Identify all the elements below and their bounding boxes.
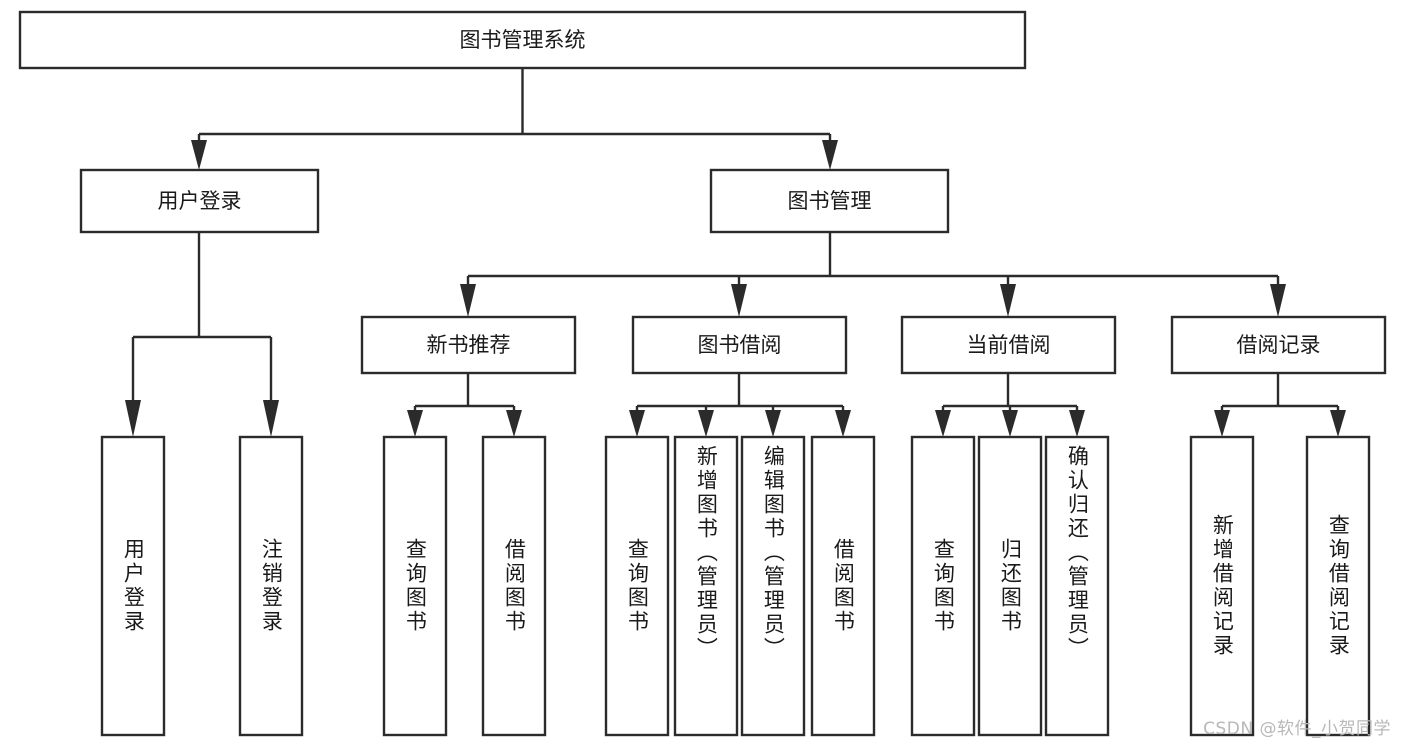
arrow-to-leaf-add-book	[698, 410, 714, 437]
node-user-login[interactable]: 用户登录	[79, 168, 320, 234]
arrow-to-leaf-query-book-1	[407, 410, 423, 437]
leaf-query-book-1-box[interactable]	[382, 435, 448, 737]
arrow-to-current-borrow	[1000, 284, 1016, 317]
node-borrow-record[interactable]: 借阅记录	[1170, 315, 1387, 375]
connector-group-new-book-recommend	[407, 373, 522, 437]
node-current-borrow[interactable]: 当前借阅	[900, 315, 1117, 375]
node-new-book-recommend-box[interactable]	[360, 315, 577, 375]
leaf-user-logout-box[interactable]	[238, 435, 304, 737]
leaf-return-book-box[interactable]	[977, 435, 1043, 737]
csdn-watermark: CSDN @软件_小贺同学	[1203, 719, 1391, 739]
arrow-to-leaf-query-record	[1330, 410, 1346, 437]
node-root-label: 图书管理系统	[460, 28, 586, 52]
node-root[interactable]: 图书管理系统	[18, 10, 1027, 70]
leaf-borrow-book-2-box[interactable]	[810, 435, 876, 737]
node-current-borrow-label: 当前借阅	[967, 333, 1051, 357]
arrow-to-user-login	[191, 140, 207, 170]
arrow-to-leaf-borrow-book-1	[506, 410, 522, 437]
node-current-borrow-box[interactable]	[900, 315, 1117, 375]
connector-group-book-manage	[460, 232, 1286, 317]
leaf-add-book-box[interactable]	[673, 435, 739, 737]
node-root-box[interactable]	[18, 10, 1027, 70]
arrow-to-leaf-query-book-2	[629, 410, 645, 437]
node-book-manage-box[interactable]	[709, 168, 950, 234]
leaf-confirm-return-box[interactable]	[1044, 435, 1110, 737]
node-new-book-recommend-label: 新书推荐	[427, 333, 511, 357]
node-borrow-record-box[interactable]	[1170, 315, 1387, 375]
node-borrow-record-label: 借阅记录	[1237, 333, 1321, 357]
node-book-borrow-box[interactable]	[631, 315, 848, 375]
connector-group-book-borrow	[629, 373, 851, 437]
leaf-edit-book-box[interactable]	[740, 435, 806, 737]
node-new-book-recommend[interactable]: 新书推荐	[360, 315, 577, 375]
leaf-borrow-book-1-box[interactable]	[481, 435, 547, 737]
connector-group-borrow-record	[1214, 373, 1346, 437]
connector-group-current-borrow	[935, 373, 1085, 437]
node-user-login-box[interactable]	[79, 168, 320, 234]
arrow-to-leaf-edit-book	[765, 410, 781, 437]
node-book-manage-label: 图书管理	[788, 189, 872, 213]
leaf-user-login-box[interactable]	[100, 435, 166, 737]
leaf-query-record-box[interactable]	[1305, 435, 1371, 737]
node-user-login-label: 用户登录	[158, 189, 242, 213]
connector-group-user-login	[125, 232, 279, 437]
arrow-to-leaf-user-login	[125, 400, 141, 437]
node-book-borrow[interactable]: 图书借阅	[631, 315, 848, 375]
arrow-to-leaf-borrow-book-2	[835, 410, 851, 437]
leaf-query-book-2-box[interactable]	[604, 435, 670, 737]
node-book-borrow-label: 图书借阅	[698, 333, 782, 357]
arrow-to-leaf-query-book-3	[935, 410, 951, 437]
arrow-to-book-manage	[822, 140, 838, 170]
arrow-to-borrow-record	[1270, 284, 1286, 317]
arrow-to-leaf-confirm-return	[1069, 410, 1085, 437]
arrow-to-book-borrow	[731, 284, 747, 317]
connector-group-root	[191, 68, 838, 170]
arrow-to-leaf-user-logout	[263, 400, 279, 437]
leaf-query-book-3-box[interactable]	[910, 435, 976, 737]
leaf-add-record-box[interactable]	[1189, 435, 1255, 737]
leaf-boxes	[100, 435, 1371, 737]
arrow-to-leaf-return-book	[1002, 410, 1018, 437]
node-book-manage[interactable]: 图书管理	[709, 168, 950, 234]
arrow-to-new-book-recommend	[460, 284, 476, 317]
arrow-to-leaf-add-record	[1214, 410, 1230, 437]
